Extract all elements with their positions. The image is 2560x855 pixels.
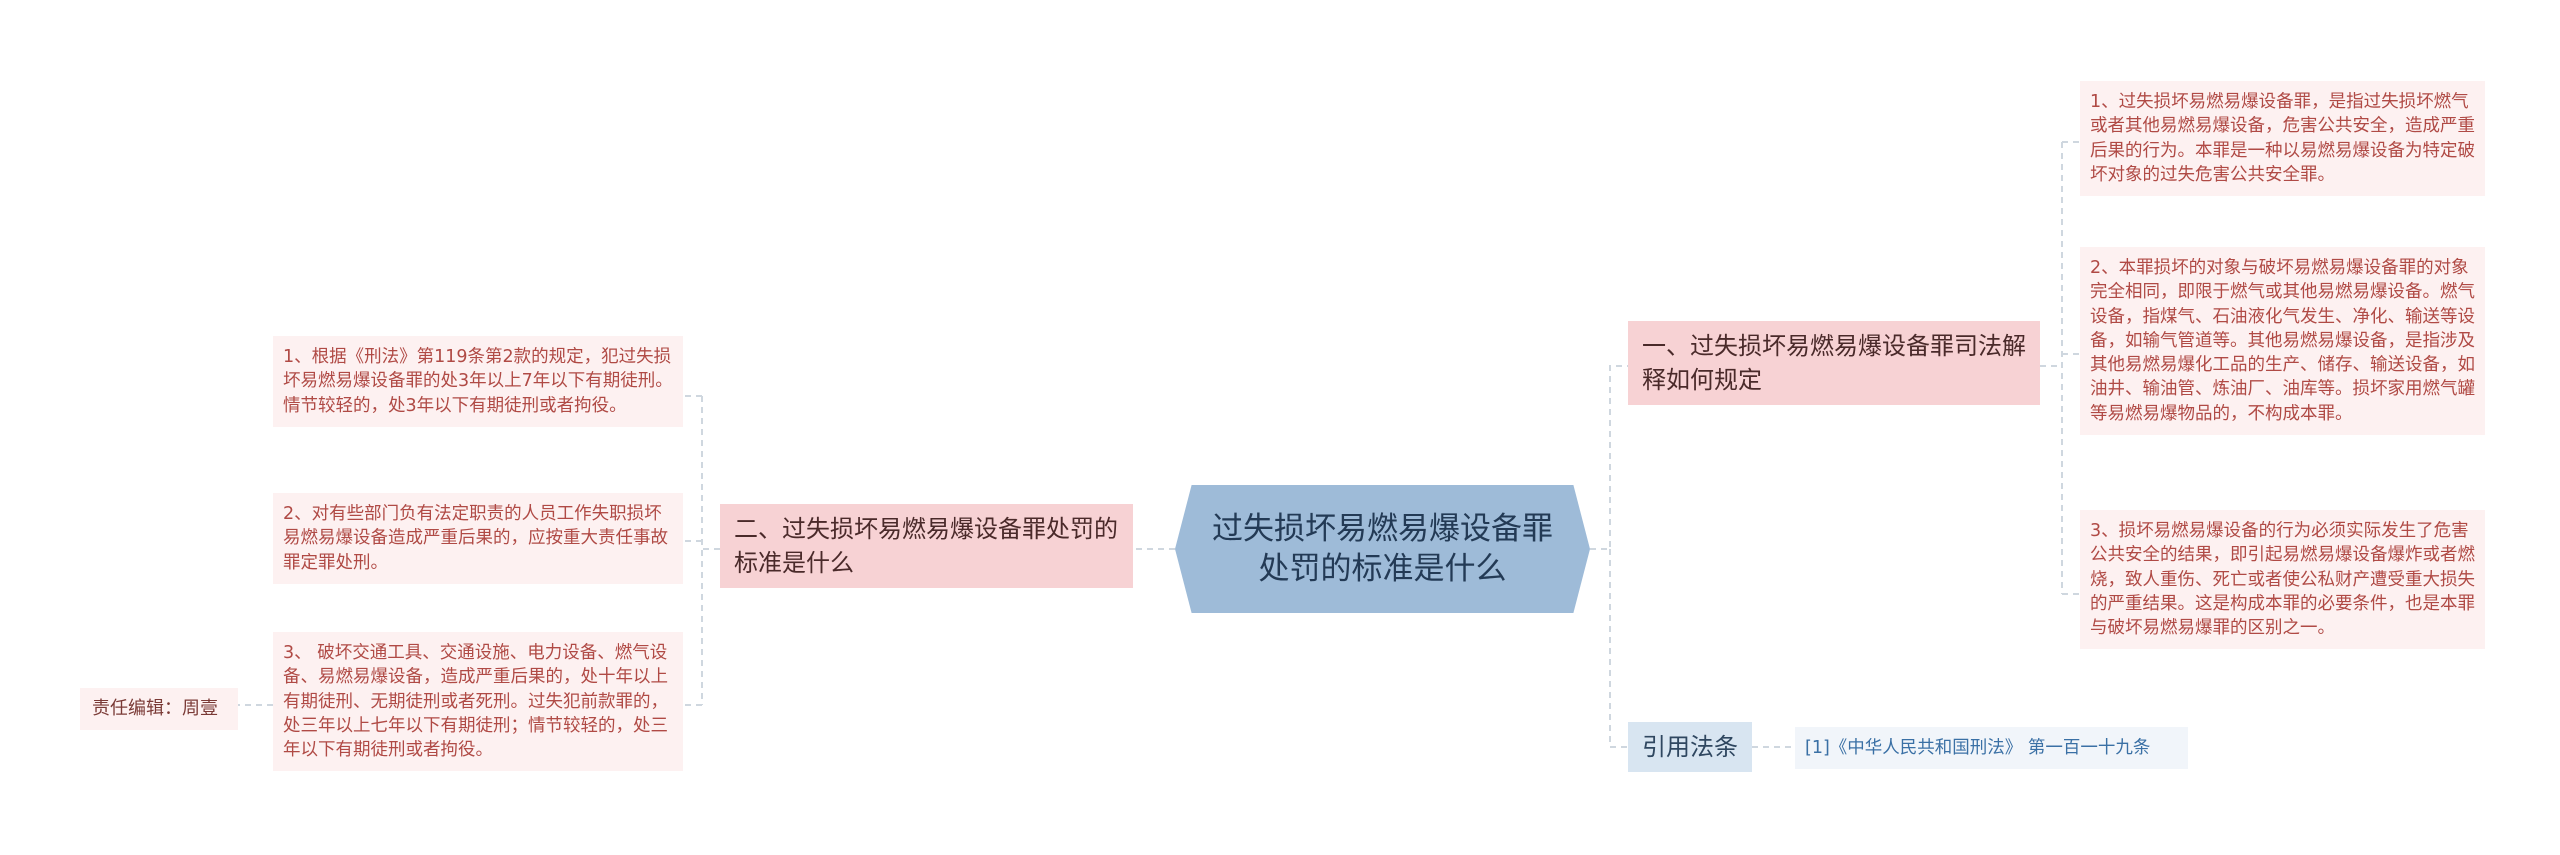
leaf-text: 2、对有些部门负有法定职责的人员工作失职损坏易燃易爆设备造成严重后果的，应按重大… (283, 504, 668, 573)
leaf-lb1-2[interactable]: 2、对有些部门负有法定职责的人员工作失职损坏易燃易爆设备造成严重后果的，应按重大… (273, 493, 683, 584)
branch-judicial-interpretation[interactable]: 一、过失损坏易燃易爆设备罪司法解释如何规定 (1628, 321, 2040, 405)
leaf-rb1-2[interactable]: 2、本罪损坏的对象与破坏易燃易爆设备罪的对象完全相同，即限于燃气或其他易燃易爆设… (2080, 247, 2485, 436)
link-root-right (1590, 365, 1628, 748)
leaf-lb1-1[interactable]: 1、根据《刑法》第119条第2款的规定，犯过失损坏易燃易爆设备罪的处3年以上7年… (273, 336, 683, 427)
leaf-text: 3、 破坏交通工具、交通设施、电力设备、燃气设备、易燃易爆设备，造成严重后果的，… (283, 643, 668, 761)
editor-label: 责任编辑：周壹 (92, 698, 218, 719)
leaf-rb1-3[interactable]: 3、损坏易燃易爆设备的行为必须实际发生了危害公共安全的结果，即引起易燃易爆设备爆… (2080, 510, 2485, 650)
branch-references[interactable]: 引用法条 (1628, 722, 1752, 772)
leaf-text: 1、根据《刑法》第119条第2款的规定，犯过失损坏易燃易爆设备罪的处3年以上7年… (283, 347, 673, 416)
leaf-text: 1、过失损坏易燃易爆设备罪，是指过失损坏燃气或者其他易燃易爆设备，危害公共安全，… (2090, 92, 2475, 185)
branch-title: 二、过失损坏易燃易爆设备罪处罚的标准是什么 (734, 515, 1118, 577)
branch-penalty-standard[interactable]: 二、过失损坏易燃易爆设备罪处罚的标准是什么 (720, 504, 1133, 588)
root-title: 过失损坏易燃易爆设备罪处罚的标准是什么 (1212, 511, 1553, 587)
leaf-lb1-3[interactable]: 3、 破坏交通工具、交通设施、电力设备、燃气设备、易燃易爆设备，造成严重后果的，… (273, 632, 683, 772)
reference-item[interactable]: [1]《中华人民共和国刑法》 第一百一十九条 (1795, 727, 2188, 769)
branch-title: 引用法条 (1642, 733, 1738, 761)
link-rb1-leaves (2040, 141, 2080, 595)
reference-link[interactable]: [1]《中华人民共和国刑法》 第一百一十九条 (1805, 738, 2151, 758)
leaf-text: 3、损坏易燃易爆设备的行为必须实际发生了危害公共安全的结果，即引起易燃易爆设备爆… (2090, 521, 2475, 639)
leaf-text: 2、本罪损坏的对象与破坏易燃易爆设备罪的对象完全相同，即限于燃气或其他易燃易爆设… (2090, 258, 2475, 424)
leaf-rb1-1[interactable]: 1、过失损坏易燃易爆设备罪，是指过失损坏燃气或者其他易燃易爆设备，危害公共安全，… (2080, 81, 2485, 197)
link-lb1-leaves (683, 395, 720, 706)
editor-credit: 责任编辑：周壹 (80, 688, 238, 730)
branch-title: 一、过失损坏易燃易爆设备罪司法解释如何规定 (1642, 332, 2026, 394)
root-topic[interactable]: 过失损坏易燃易爆设备罪处罚的标准是什么 (1175, 485, 1590, 613)
